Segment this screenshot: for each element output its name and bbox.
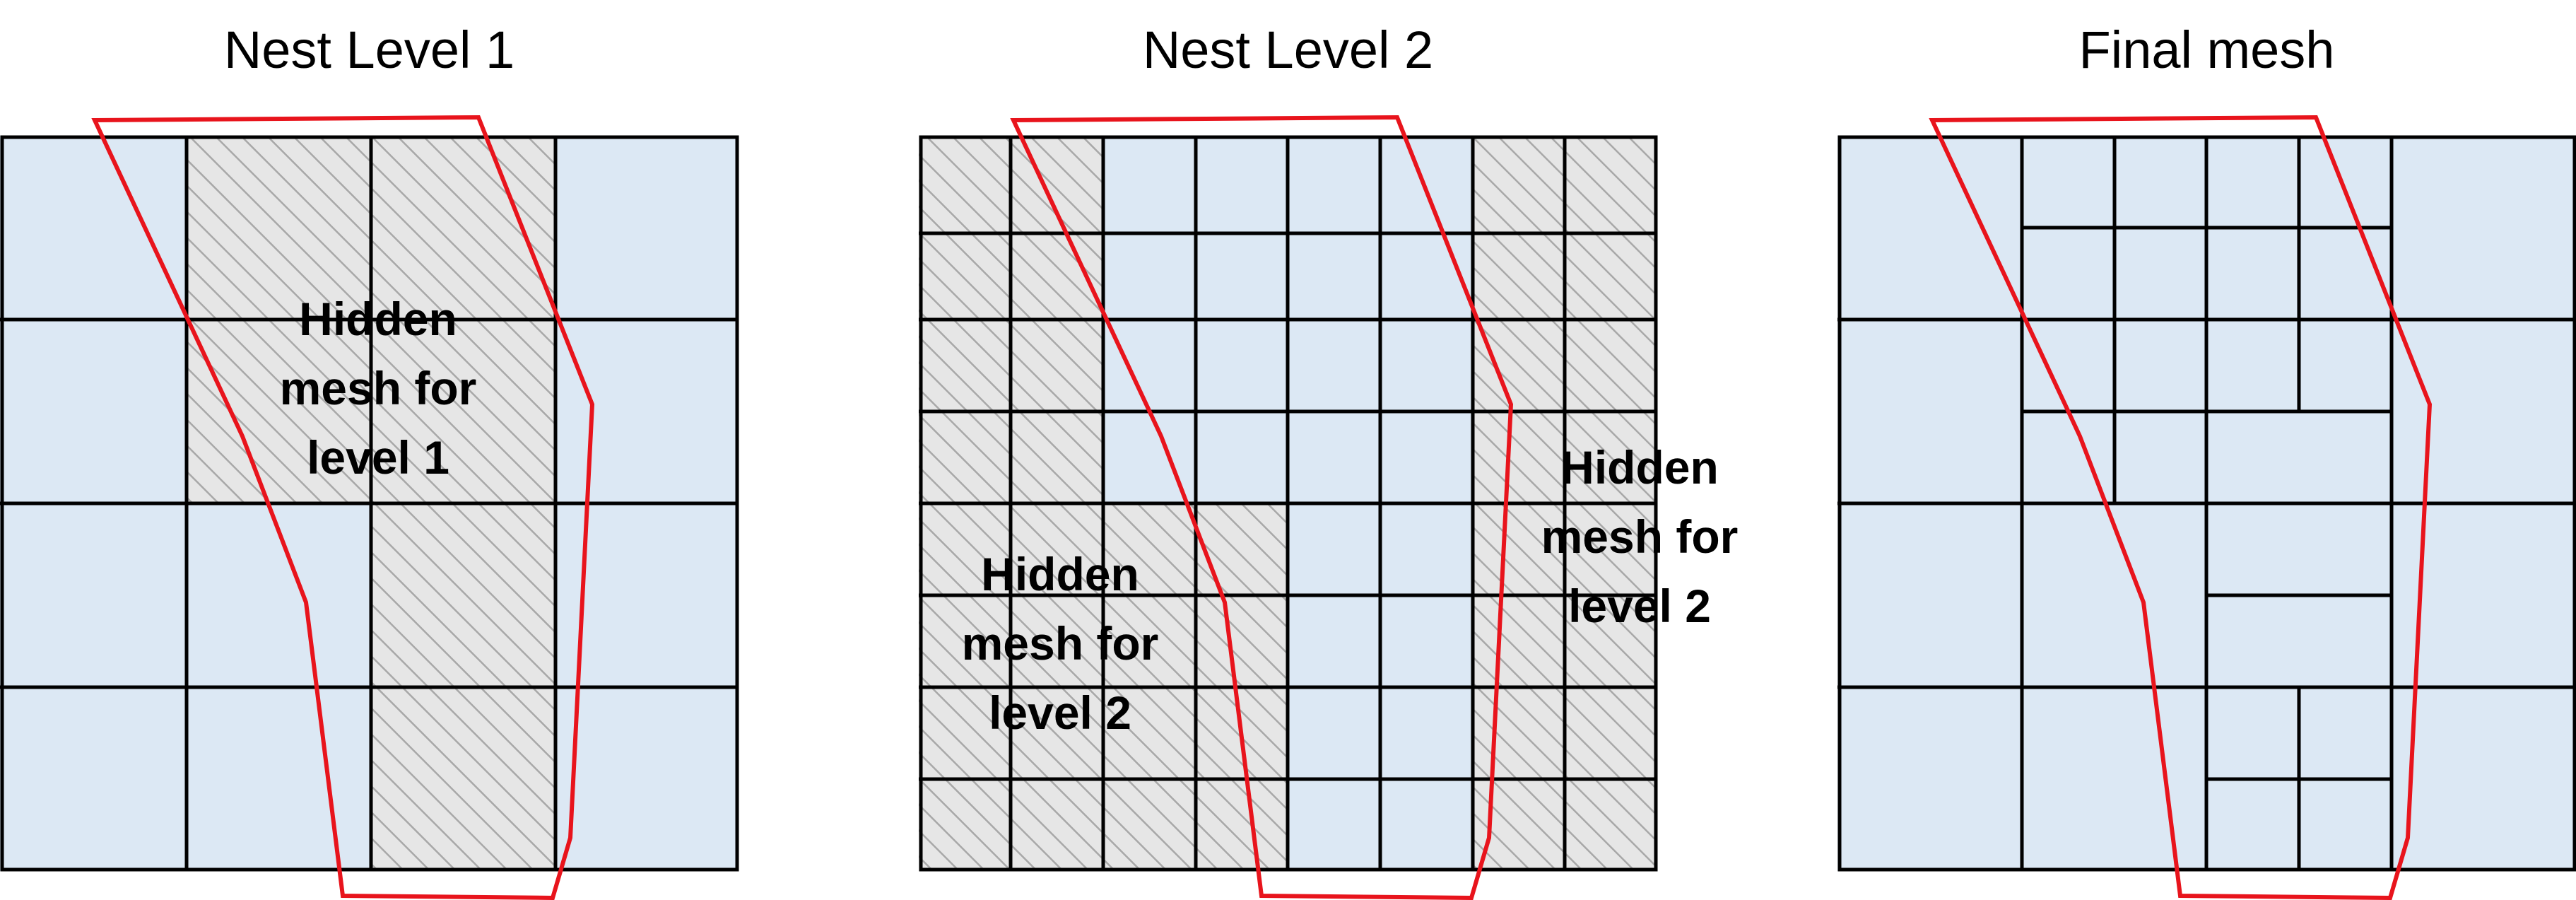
title-nest-level-2: Nest Level 2	[1142, 21, 1434, 79]
panel1-boundary-outline	[91, 115, 595, 900]
label-hidden-mesh-level-2-right: Hidden mesh for level 2	[1541, 441, 1739, 632]
panel-final-mesh	[1837, 115, 2576, 900]
label-hidden-mesh-level-1: Hidden mesh for level 1	[279, 293, 477, 484]
label-hidden-mesh-level-2-left: Hidden mesh for level 2	[961, 548, 1159, 739]
panel2-boundary-outline	[1010, 115, 1514, 900]
panel3-boundary-outline	[1929, 115, 2433, 900]
panel1-grid	[0, 135, 739, 872]
title-nest-level-1: Nest Level 1	[223, 21, 515, 79]
panel-nest-level-1	[0, 115, 739, 900]
panel-nest-level-2	[919, 115, 1658, 900]
panel2-grid	[919, 135, 1658, 872]
title-final-mesh: Final mesh	[2078, 21, 2335, 79]
panel3-grid	[1837, 135, 2576, 872]
